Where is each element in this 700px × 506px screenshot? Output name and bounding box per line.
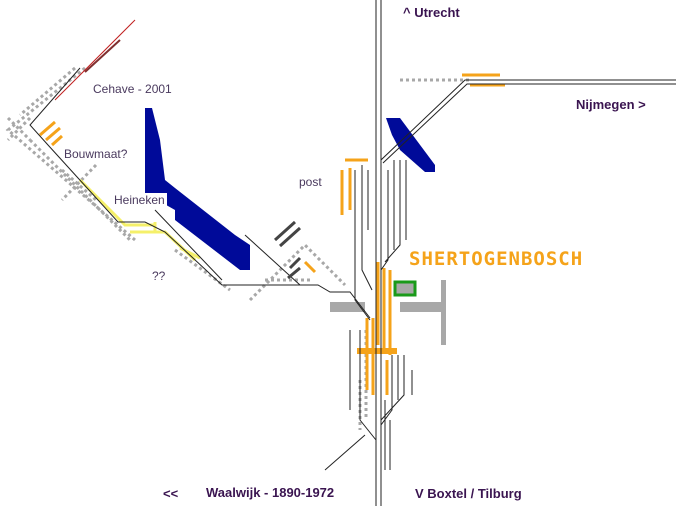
label-cehave: Cehave - 2001: [93, 82, 172, 96]
label-bouwmaat: Bouwmaat?: [64, 147, 128, 161]
west-arrow: <<: [163, 486, 179, 501]
destination-nijmegen: Nijmegen >: [576, 97, 646, 112]
east-bridge: [400, 302, 445, 312]
industry-area-west: [145, 108, 250, 270]
industry-area-north: [386, 118, 435, 172]
platforms: [39, 73, 505, 395]
label-post: post: [299, 175, 322, 189]
station-name: SHERTOGENBOSCH: [409, 248, 584, 270]
station-building: [393, 280, 417, 297]
east-road: [441, 280, 446, 345]
red-track: [54, 19, 136, 101]
destination-boxtel-tilburg: V Boxtel / Tilburg: [415, 486, 522, 501]
label-heineken: Heineken: [112, 193, 167, 207]
active-tracks: [29, 0, 676, 506]
platform-bar: [357, 348, 397, 354]
west-bridge: [330, 302, 365, 312]
label-unknown: ??: [152, 269, 166, 283]
dark-sidings: [273, 220, 302, 280]
destination-waalwijk: Waalwijk - 1890-1972: [206, 485, 335, 500]
destination-utrecht: ^ Utrecht: [403, 5, 460, 20]
